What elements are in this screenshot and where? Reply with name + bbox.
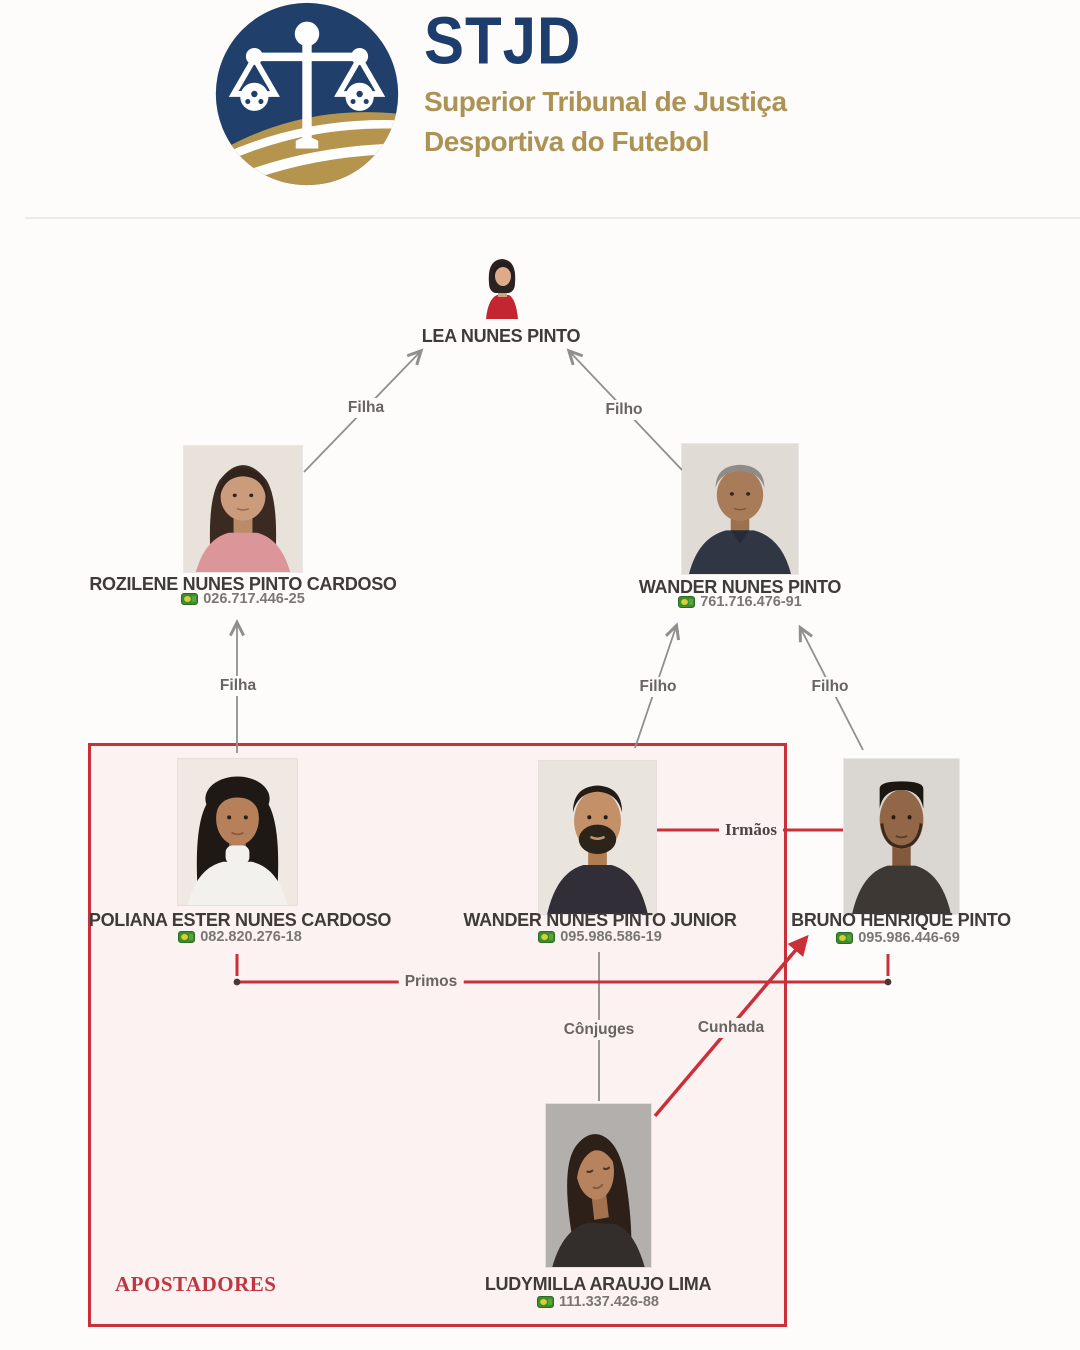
person-cpf-wander-junior: 095.986.586-19	[450, 929, 750, 945]
header-divider	[25, 217, 1080, 219]
org-abbreviation: STJD	[424, 3, 582, 79]
id-card-icon	[181, 593, 199, 605]
cpf-number: 026.717.446-25	[203, 591, 305, 607]
person-name-wander-junior: WANDER NUNES PINTO JUNIOR	[463, 910, 737, 930]
cpf-number: 095.986.586-19	[560, 929, 662, 945]
avatar-lea	[478, 253, 524, 319]
person-name-ludymilla: LUDYMILLA ARAUJO LIMA	[484, 1274, 712, 1294]
person-cpf-rozilene: 026.717.446-25	[93, 591, 393, 607]
cpf-number: 761.716.476-91	[700, 594, 802, 610]
photo-wander	[681, 443, 799, 575]
relation-label-cunhada: Cunhada	[691, 1018, 771, 1038]
person-name-bruno: BRUNO HENRIQUE PINTO	[791, 910, 1011, 930]
id-card-icon	[537, 1296, 554, 1308]
cpf-number: 111.337.426-88	[559, 1294, 659, 1310]
photo-wander-junior	[538, 760, 657, 915]
relation-label-filho-right: Filho	[805, 677, 855, 697]
person-cpf-poliana: 082.820.276-18	[90, 929, 390, 945]
photo-bruno	[843, 758, 960, 915]
photo-rozilene	[183, 445, 303, 573]
id-card-icon	[678, 596, 696, 608]
person-cpf-ludymilla: 111.337.426-88	[448, 1294, 748, 1310]
relation-label-filha-mid: Filha	[213, 676, 263, 696]
id-card-icon	[538, 931, 556, 943]
relation-label-primos: Primos	[398, 972, 464, 992]
relation-label-filho-top: Filho	[599, 400, 649, 420]
person-name-rozilene: ROZILENE NUNES PINTO CARDOSO	[89, 574, 397, 594]
photo-poliana	[177, 758, 298, 906]
org-name-line1: Superior Tribunal de Justiça	[424, 86, 787, 117]
cpf-number: 082.820.276-18	[200, 929, 302, 945]
relation-label-filho-mid: Filho	[633, 677, 683, 697]
cpf-number: 095.986.446-69	[858, 930, 960, 946]
relation-label-filha-top: Filha	[341, 398, 391, 418]
stjd-logo-icon	[213, 0, 401, 188]
photo-ludymilla	[545, 1103, 652, 1268]
person-cpf-wander: 761.716.476-91	[590, 594, 890, 610]
person-cpf-bruno: 095.986.446-69	[748, 930, 1048, 946]
org-name-line2: Desportiva do Futebol	[424, 126, 710, 157]
id-card-icon	[178, 931, 196, 943]
relation-label-conjuges: Cônjuges	[557, 1020, 641, 1040]
apostadores-label: APOSTADORES	[115, 1272, 277, 1296]
relation-label-irmaos: Irmãos	[719, 819, 783, 841]
id-card-icon	[836, 932, 854, 944]
person-name-wander: WANDER NUNES PINTO	[638, 577, 842, 597]
person-name-lea: LEA NUNES PINTO	[421, 326, 581, 346]
person-name-poliana: POLIANA ESTER NUNES CARDOSO	[88, 910, 392, 930]
